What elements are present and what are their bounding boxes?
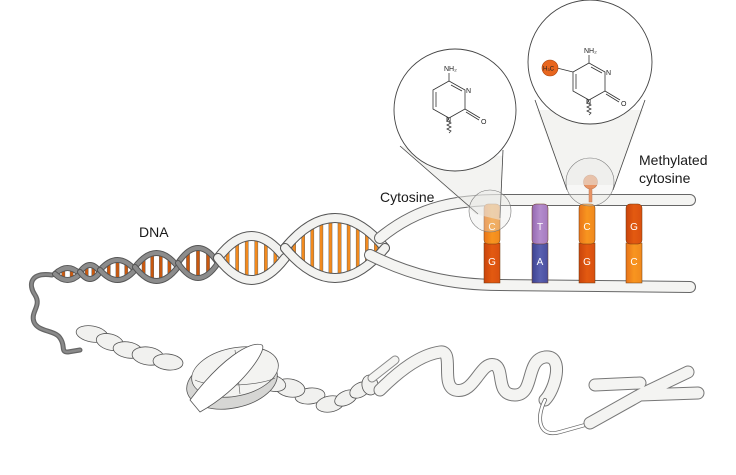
x-chromosome — [583, 365, 705, 430]
cytosine-structure — [432, 73, 481, 134]
chromatin-fiber — [29, 272, 400, 413]
condensed-nucleosome — [186, 343, 279, 413]
helix-backbone — [281, 214, 389, 252]
helix-base-rung — [158, 254, 163, 280]
helix-base-rung — [328, 221, 333, 275]
helix-base-rung — [254, 238, 259, 278]
helix-base-rung — [346, 223, 351, 273]
methylcytosine-zoom-circle — [527, 0, 653, 125]
helix-backbone — [176, 261, 220, 280]
cytosine-atom-labels: NH₂ N N O — [444, 66, 487, 126]
n1-label: N — [586, 99, 591, 106]
base-pair-2: TA — [531, 203, 549, 284]
base-top-letter: T — [537, 222, 543, 233]
methylated-cytosine-label-line1: Methylated — [639, 152, 708, 168]
dna-double-helix — [52, 213, 390, 285]
helix-base-rung — [319, 223, 324, 273]
helix-base-rung — [235, 242, 239, 274]
base-top-letter: G — [630, 222, 638, 233]
n3-label: N — [466, 88, 471, 95]
helix-base-rung — [196, 249, 200, 277]
helix-base-rung — [337, 221, 342, 275]
magnifier-cytosine — [393, 48, 517, 233]
base-top — [531, 203, 549, 245]
helix-base-rung — [115, 260, 120, 280]
amino-group-label: NH₂ — [444, 66, 457, 73]
n3-label: N — [606, 70, 611, 77]
n1-label: N — [446, 117, 451, 124]
cytosine-zoom-circle — [393, 48, 517, 172]
helix-base-rung — [264, 242, 268, 274]
helix-backbone — [53, 272, 82, 282]
helix-backbone — [214, 254, 289, 284]
chromatin-loop — [373, 345, 587, 436]
helix-base-rung — [301, 233, 305, 263]
helix-backbone — [78, 270, 102, 281]
helix-backbone — [133, 265, 180, 283]
base-bottom-letter: A — [537, 257, 544, 268]
methyl-group-highlight — [541, 59, 559, 77]
base-bottom-letter: G — [583, 257, 591, 268]
base-top — [578, 203, 596, 245]
linker-dna-strand — [29, 272, 83, 355]
magnifier-methylcytosine — [527, 0, 653, 207]
base-top-letter: C — [488, 222, 495, 233]
methylcytosine-atom-labels: H₃C NH₂ N N O — [543, 48, 627, 108]
methyl-label: H₃C — [543, 67, 555, 73]
amino-group-label: NH₂ — [584, 48, 597, 55]
helix-base-rung — [355, 227, 360, 269]
base-top-letter: C — [583, 222, 590, 233]
dna-label: DNA — [139, 224, 169, 240]
oxygen-label: O — [481, 119, 487, 126]
nucleosome-beads — [75, 325, 379, 413]
oxygen-label: O — [621, 101, 627, 108]
helix-backbone — [214, 232, 289, 262]
helix-backbone — [78, 263, 102, 274]
base-top — [625, 203, 643, 245]
helix-base-rung — [310, 227, 315, 269]
helix-backbone — [133, 251, 180, 269]
helix-base-rung — [244, 238, 249, 278]
methylcytosine-structure — [556, 55, 621, 116]
helix-backbone — [98, 268, 137, 282]
base-pair-4: GC — [625, 203, 643, 284]
methylated-cytosine-label-line2: cytosine — [639, 170, 691, 186]
base-bottom-letter: C — [630, 257, 637, 268]
base-bottom-letter: G — [488, 257, 496, 268]
cytosine-label: Cytosine — [380, 189, 435, 205]
helix-base-rung — [150, 254, 155, 280]
base-pair-3: CG — [578, 203, 596, 284]
